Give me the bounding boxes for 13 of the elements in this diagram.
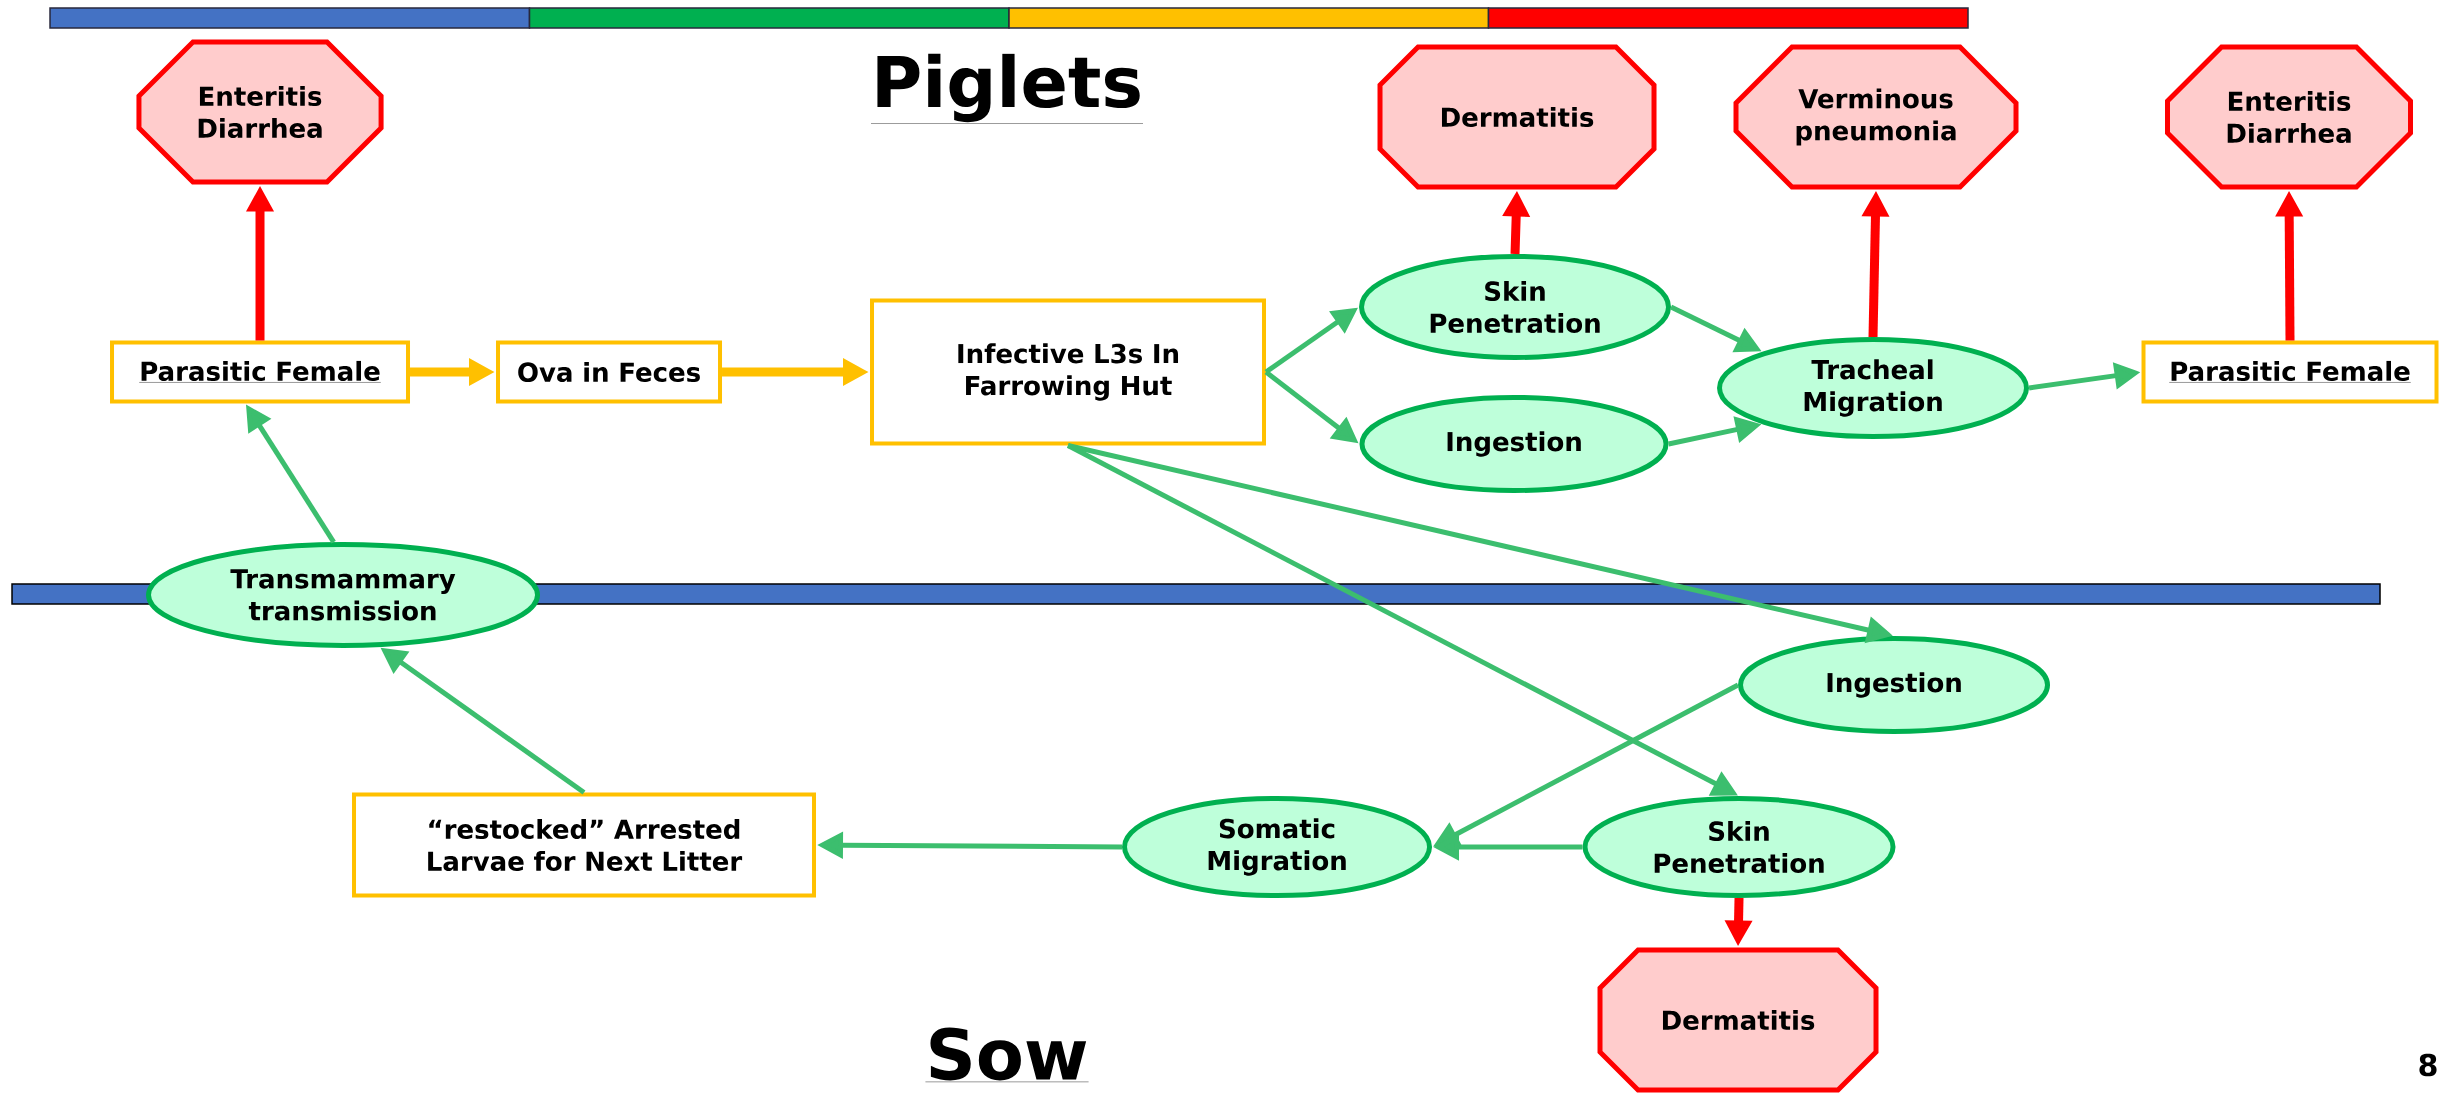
octagon-box: Enteritis Diarrhea xyxy=(2165,44,2413,190)
section-heading: Piglets xyxy=(870,53,1144,124)
process-box: Infective L3s In Farrowing Hut xyxy=(870,298,1266,446)
octagon-box: Dermatitis xyxy=(1377,44,1657,190)
page-number: 8 xyxy=(2419,1053,2437,1077)
process-box: Ova in Feces xyxy=(496,340,722,404)
process-box: Parasitic Female xyxy=(2141,340,2439,404)
section-heading: Sow xyxy=(925,1027,1089,1083)
process-box: “restocked” Arrested Larvae for Next Litter xyxy=(352,792,816,898)
octagon-box: Dermatitis xyxy=(1597,947,1879,1093)
octagon-box: Enteritis Diarrhea xyxy=(136,39,384,185)
process-box: Parasitic Female xyxy=(110,340,410,404)
octagon-box: Verminous pneumonia xyxy=(1733,44,2019,190)
